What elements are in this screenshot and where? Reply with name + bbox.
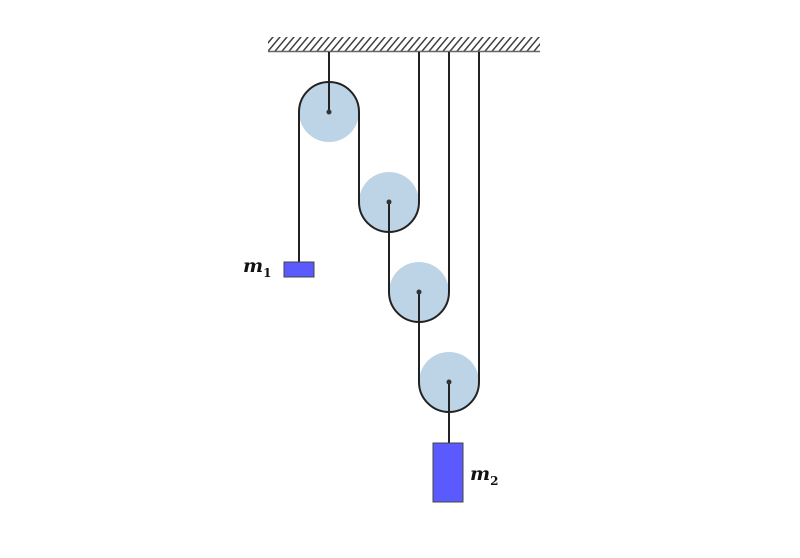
m2-subscript: 2 bbox=[490, 473, 499, 488]
m1-subscript: 1 bbox=[263, 265, 272, 280]
rope-main bbox=[298, 52, 420, 262]
m2-label: m2 bbox=[470, 463, 498, 488]
axles bbox=[326, 109, 452, 385]
mass-m2 bbox=[432, 442, 464, 503]
m1-label: m1 bbox=[243, 255, 271, 280]
ropes bbox=[298, 52, 480, 443]
ceiling bbox=[268, 37, 540, 53]
mass-m1 bbox=[283, 261, 315, 278]
m1-symbol: m bbox=[243, 255, 264, 277]
m2-symbol: m bbox=[470, 463, 491, 485]
